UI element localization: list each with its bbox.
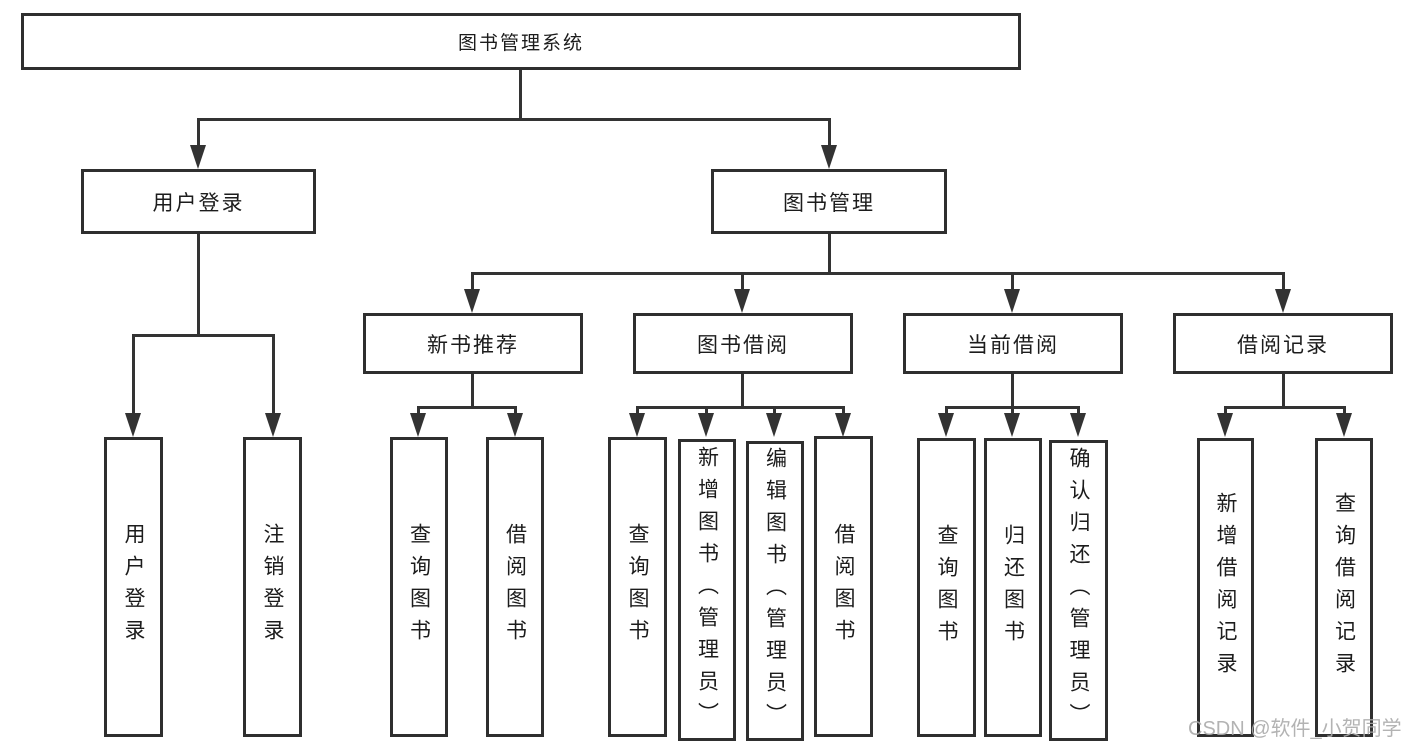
node-label: 借阅图书	[832, 522, 855, 651]
arrow-down-icon	[190, 145, 206, 169]
connector-drop	[272, 334, 275, 416]
arrow-down-icon	[507, 413, 523, 437]
arrow-down-icon	[464, 289, 480, 313]
connector-drop	[741, 272, 744, 292]
connector-drop	[1343, 406, 1346, 416]
node-label: 注销登录	[261, 523, 284, 651]
node-label: 确认归还（管理员）	[1067, 446, 1090, 735]
arrow-down-icon	[1004, 413, 1020, 437]
connector-drop	[1282, 272, 1285, 292]
node-label: 编辑图书（管理员）	[763, 447, 787, 735]
leaf-query-books: 查询图书	[390, 437, 448, 737]
csdn-watermark: CSDN @软件_小贺同学	[1188, 718, 1402, 740]
connector-drop	[945, 406, 948, 416]
connector-drop	[828, 118, 831, 148]
leaf-query-books: 查询图书	[917, 438, 976, 737]
leaf-borrow-books: 借阅图书	[814, 436, 873, 737]
node-label: 用户登录	[122, 523, 145, 651]
node-label: 当前借阅	[967, 333, 1059, 357]
connector-stem	[471, 374, 474, 409]
leaf-user-login: 用户登录	[104, 437, 163, 737]
node-book-management: 图书管理	[711, 169, 947, 234]
node-label: 图书管理系统	[457, 33, 584, 54]
arrow-down-icon	[1004, 289, 1020, 313]
node-label: 图书借阅	[697, 333, 789, 357]
connector-drop	[773, 406, 776, 416]
leaf-logout: 注销登录	[243, 437, 302, 737]
connector-drop	[197, 118, 200, 148]
connector-drop	[1077, 406, 1080, 416]
node-label: 查询图书	[935, 523, 958, 652]
node-label: 新增借阅记录	[1214, 491, 1237, 684]
node-borrowing-records: 借阅记录	[1173, 313, 1393, 374]
leaf-edit-books-admin: 编辑图书（管理员）	[746, 441, 804, 741]
node-label: 借阅记录	[1237, 333, 1329, 357]
arrow-down-icon	[125, 413, 141, 437]
arrow-down-icon	[410, 413, 426, 437]
connector-drop	[1011, 272, 1014, 292]
node-label: 新增图书（管理员）	[695, 446, 719, 734]
leaf-borrow-books: 借阅图书	[486, 437, 544, 737]
connector-rail	[132, 334, 275, 337]
connector-rail	[1224, 406, 1345, 409]
node-label: 新书推荐	[427, 333, 519, 357]
node-label: 借阅图书	[503, 523, 527, 651]
connector-rail	[636, 406, 845, 409]
connector-drop	[842, 406, 845, 416]
connector-stem	[741, 374, 744, 409]
node-book-borrowing: 图书借阅	[633, 313, 853, 374]
arrow-down-icon	[1070, 413, 1086, 437]
connector-stem	[1011, 374, 1014, 409]
arrow-down-icon	[835, 413, 851, 437]
node-user-login: 用户登录	[81, 169, 316, 234]
arrow-down-icon	[1217, 413, 1233, 437]
leaf-query-books: 查询图书	[608, 437, 667, 737]
arrow-down-icon	[734, 289, 750, 313]
connector-drop	[132, 334, 135, 416]
connector-rail	[417, 406, 517, 409]
node-library-management-system: 图书管理系统	[21, 13, 1021, 70]
leaf-query-borrow-record: 查询借阅记录	[1315, 438, 1373, 737]
arrow-down-icon	[1336, 413, 1352, 437]
connector-drop	[471, 272, 474, 292]
connector-stem	[1282, 374, 1285, 409]
connector-root-rail	[197, 118, 831, 121]
leaf-confirm-return-admin: 确认归还（管理员）	[1049, 440, 1108, 741]
connector-drop	[636, 406, 639, 416]
node-new-book-recommendation: 新书推荐	[363, 313, 583, 374]
leaf-add-books-admin: 新增图书（管理员）	[678, 439, 736, 741]
arrow-down-icon	[698, 413, 714, 437]
arrow-down-icon	[1275, 289, 1291, 313]
connector-drop	[417, 406, 420, 416]
arrow-down-icon	[821, 145, 837, 169]
connector-root-stem	[519, 70, 522, 121]
node-current-borrowing: 当前借阅	[903, 313, 1123, 374]
node-label: 查询图书	[407, 523, 431, 651]
connector-stem	[197, 234, 200, 337]
connector-drop	[1011, 406, 1014, 416]
node-label: 查询图书	[626, 523, 649, 651]
connector-drop	[514, 406, 517, 416]
leaf-add-borrow-record: 新增借阅记录	[1197, 438, 1254, 737]
node-label: 图书管理	[783, 191, 875, 215]
connector-stem	[828, 234, 831, 275]
node-label: 归还图书	[1001, 523, 1025, 652]
node-label: 查询借阅记录	[1332, 491, 1356, 684]
arrow-down-icon	[265, 413, 281, 437]
leaf-return-books: 归还图书	[984, 438, 1042, 737]
connector-drop	[705, 406, 708, 416]
arrow-down-icon	[766, 413, 782, 437]
connector-rail	[471, 272, 1285, 275]
arrow-down-icon	[629, 413, 645, 437]
connector-drop	[1224, 406, 1227, 416]
node-label: 用户登录	[152, 191, 245, 215]
arrow-down-icon	[938, 413, 954, 437]
